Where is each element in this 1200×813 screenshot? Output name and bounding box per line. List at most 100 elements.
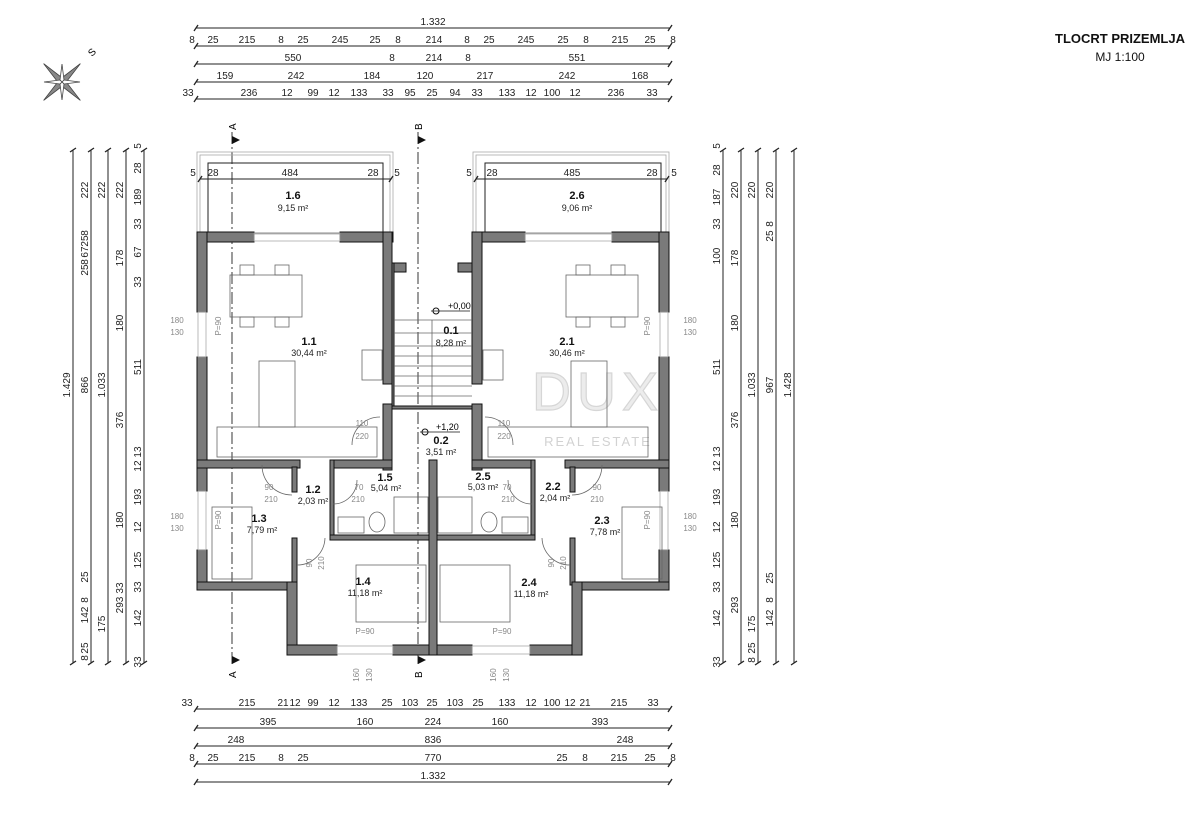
section-label-a-bottom: A <box>228 671 239 678</box>
dimension-label: 215 <box>611 698 628 709</box>
dimension-label: 33 <box>712 656 723 668</box>
dimension-label: 103 <box>402 698 419 709</box>
dimension-label: 8 <box>670 35 676 46</box>
dimension-label: 142 <box>133 609 144 626</box>
room-id: 2.3 <box>594 515 609 527</box>
dimension-label: 8 <box>278 753 284 764</box>
dimension-label: 193 <box>133 488 144 505</box>
dimension-label: 125 <box>133 551 144 568</box>
door-height: 220 <box>497 432 511 441</box>
dimension-tick <box>754 147 762 153</box>
dimension-label: 142 <box>80 606 91 623</box>
dimension-label: 550 <box>285 53 302 64</box>
dimension-tick <box>473 175 479 183</box>
dimension-label: 8 <box>80 655 91 661</box>
dimension-tick <box>69 660 77 666</box>
dimension-label: 28 <box>207 168 219 179</box>
dimension-label: 393 <box>592 717 609 728</box>
dimension-label: 12 <box>328 698 340 709</box>
dimension-label: 376 <box>115 411 126 428</box>
dimension-label: 248 <box>617 735 634 746</box>
window-height: 130 <box>683 524 697 533</box>
dimension-label: 1.332 <box>420 771 445 782</box>
dimension-label: 133 <box>351 88 368 99</box>
dimension-label: 94 <box>449 88 461 99</box>
dimension-label: 8 <box>80 259 91 265</box>
dimension-label: 5 <box>466 168 472 179</box>
room-area: 7,78 m² <box>590 527 621 537</box>
dimension-label: 8 <box>389 53 395 64</box>
dimension-tick <box>193 24 199 32</box>
dimension-label: 28 <box>367 168 379 179</box>
window-width: 160 <box>352 668 361 682</box>
door-width: 70 <box>503 483 512 492</box>
dimension-label: 25 <box>765 572 776 584</box>
dimension-label: 215 <box>239 753 256 764</box>
dimension-label: 33 <box>471 88 483 99</box>
parapet-label: P=90 <box>493 627 512 636</box>
dimension-label: 395 <box>260 717 277 728</box>
dimension-label: 28 <box>646 168 658 179</box>
dimension-label: 178 <box>730 249 741 266</box>
dimension-label: 184 <box>364 71 381 82</box>
dimension-label: 25 <box>644 35 656 46</box>
dimension-label: 5 <box>394 168 400 179</box>
dimension-label: 222 <box>115 181 126 198</box>
dimension-label: 1.332 <box>420 17 445 28</box>
dimension-label: 215 <box>612 35 629 46</box>
dimension-tick <box>193 42 199 50</box>
dimension-label: 21 <box>277 698 289 709</box>
dimension-tick <box>719 147 727 153</box>
dimension-label: 12 <box>569 88 581 99</box>
dimension-tick <box>193 60 199 68</box>
room-area: 2,04 m² <box>540 493 571 503</box>
dimension-label: 8 <box>670 753 676 764</box>
dimension-label: 28 <box>712 164 723 176</box>
dimension-label: 99 <box>307 88 319 99</box>
dimension-label: 133 <box>499 88 516 99</box>
dimension-label: 511 <box>133 359 144 375</box>
dimension-label: 33 <box>712 581 723 593</box>
watermark-tagline: REAL ESTATE <box>544 434 652 449</box>
dimension-tick <box>193 742 199 750</box>
section-arrow-icon <box>418 656 426 664</box>
opening-labels: P=90 P=90 P=90 P=90 P=90 P=90 180 130 18… <box>170 316 697 682</box>
dimension-tick <box>193 705 199 713</box>
dimension-tick <box>664 175 670 183</box>
dimension-label: 25 <box>80 235 91 247</box>
dimension-tick <box>87 660 95 666</box>
dimension-label: 5 <box>671 168 677 179</box>
dimension-tick <box>388 175 394 183</box>
dimension-label: 12 <box>133 460 144 472</box>
windows <box>197 232 669 655</box>
dimension-label: 25 <box>426 88 438 99</box>
dimension-label: 222 <box>80 181 91 198</box>
dimension-label: 25 <box>297 35 309 46</box>
door-height: 210 <box>351 495 365 504</box>
dimension-label: 33 <box>181 698 193 709</box>
dimension-label: 187 <box>712 188 723 205</box>
dimension-label: 967 <box>765 376 776 393</box>
dimension-label: 8 <box>278 35 284 46</box>
dimension-label: 12 <box>289 698 301 709</box>
dimension-label: 551 <box>569 53 586 64</box>
dimension-tick <box>667 95 673 103</box>
dimension-label: 8 <box>80 597 91 603</box>
dimension-label: 28 <box>133 162 144 174</box>
dimension-label: 836 <box>425 735 442 746</box>
dimension-label: 12 <box>712 460 723 472</box>
dimension-tick <box>140 147 148 153</box>
dimension-label: 215 <box>239 698 256 709</box>
dimension-tick <box>667 60 673 68</box>
dimension-label: 5 <box>712 143 723 149</box>
room-id: 0.1 <box>443 325 458 337</box>
dimension-label: 33 <box>115 582 126 594</box>
dimension-label: 5 <box>133 143 144 149</box>
window-width: 180 <box>170 316 184 325</box>
dimension-tick <box>197 175 203 183</box>
dimension-label: 25 <box>557 35 569 46</box>
dimension-label: 8 <box>189 35 195 46</box>
dimension-label: 8 <box>747 657 758 663</box>
elevation-landing: +1,20 <box>436 422 459 432</box>
